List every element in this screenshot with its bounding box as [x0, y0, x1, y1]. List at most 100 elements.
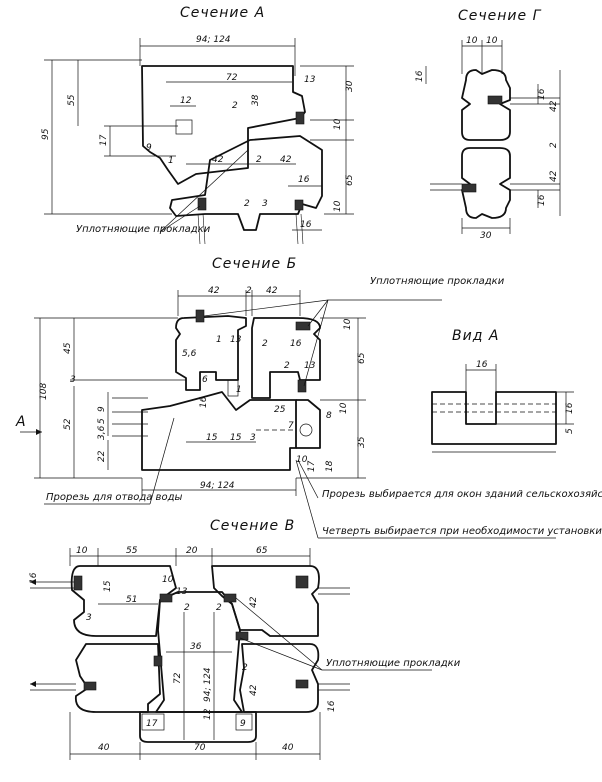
section-g-dim-42a: 42 — [549, 100, 559, 112]
section-b-dim-22: 22 — [97, 450, 107, 462]
section-a-dim-16b: 16 — [300, 220, 312, 230]
section-v-seal-7 — [73, 575, 83, 591]
section-v-seal-2 — [223, 593, 237, 603]
section-a-dim-2c: 2 — [244, 199, 250, 209]
section-b-slot-note: Прорезь выбирается для окон зданий сельс… — [322, 488, 602, 500]
section-b-dim-10a: 10 — [343, 318, 353, 330]
section-a-dim-10b: 10 — [333, 200, 343, 212]
section-v-dim-42a: 42 — [249, 596, 259, 608]
section-a-dim-72: 72 — [226, 73, 238, 83]
section-b-dim-45: 45 — [63, 342, 73, 354]
section-b-dim-2a: 2 — [246, 286, 252, 296]
section-g-dim-30: 30 — [480, 231, 492, 241]
section-a-sash-profile — [141, 65, 306, 185]
section-a-title: Сечение А — [180, 5, 265, 21]
section-v-seal-3 — [235, 631, 249, 641]
section-b-dim-36: 3,6 — [97, 425, 107, 440]
section-g-dim-16a: 16 — [415, 70, 425, 82]
section-g-dim-2: 2 — [549, 142, 559, 148]
section-v-dim-2a: 2 — [184, 603, 190, 613]
view-a-outline — [431, 391, 557, 445]
section-g-seal-upper — [487, 95, 503, 105]
section-v-dim-94-124: 94; 124 — [203, 667, 213, 702]
section-v-dim-17: 17 — [146, 719, 158, 729]
section-b-sill-lip — [296, 399, 321, 449]
section-v-seal-5 — [83, 681, 97, 691]
section-b-dim-1b: 1 — [236, 385, 242, 395]
section-v-title: Сечение В — [210, 518, 295, 534]
view-a-dim-16a: 16 — [476, 360, 488, 370]
section-a-dim-42a: 42 — [212, 155, 224, 165]
section-b-dim-2b: 2 — [262, 339, 268, 349]
section-b-seal-note-line1: Уплотняющие прокладки — [370, 276, 505, 287]
section-a-dim-95: 95 — [41, 128, 51, 140]
section-a-dim-42b: 42 — [280, 155, 292, 165]
section-b-dim-65: 65 — [357, 352, 367, 364]
section-b-dim-9: 9 — [97, 406, 107, 412]
section-a-frame-profile — [169, 135, 323, 231]
section-a-dim-10: 10 — [333, 118, 343, 130]
section-v-mullion — [155, 591, 243, 713]
section-a-notch — [175, 119, 193, 135]
section-a-dim-65: 65 — [345, 174, 355, 186]
section-a-seal-note: Уплотняющие прокладки — [76, 224, 211, 235]
section-b-dim-25: 25 — [274, 405, 286, 415]
section-b-dim-3a: 3 — [70, 375, 76, 385]
section-v-dim-10b: 10 — [162, 575, 174, 585]
section-b-seal-mid — [297, 379, 307, 393]
view-a-dim-5: 5 — [565, 428, 575, 434]
section-v-dim-40b: 40 — [282, 743, 294, 753]
section-v-dim-10: 10 — [76, 546, 88, 556]
section-b-dim-16a: 16 — [290, 339, 302, 349]
section-g-upper-sash — [461, 69, 511, 141]
section-b-dim-15b: 15 — [230, 433, 242, 443]
section-b-upper-left-sash — [175, 315, 247, 391]
section-v-seal-8 — [295, 575, 309, 589]
section-b-dim-10c: 10 — [296, 455, 308, 465]
section-v-dim-42b: 42 — [249, 684, 259, 696]
section-b-notch — [227, 379, 239, 397]
section-b-dim-52: 52 — [63, 418, 73, 430]
section-b-dim-18: 18 — [325, 460, 335, 472]
section-v-dim-12: 12 — [203, 708, 213, 720]
section-b-title: Сечение Б — [212, 256, 297, 272]
section-b-dim-108: 108 — [39, 383, 49, 400]
section-g-dim-16b: 16 — [537, 88, 547, 100]
view-a: Вид А 16 16 5 — [431, 328, 575, 453]
section-b-dim-42b: 42 — [266, 286, 278, 296]
section-v-notch-right — [235, 713, 253, 731]
section-v-dim-2c: 2 — [242, 663, 248, 673]
section-a-dim-12: 12 — [180, 96, 192, 106]
section-b-dim-3c: 3 — [250, 433, 256, 443]
section-b-drain-circle — [299, 423, 313, 437]
section-v-seal-6 — [295, 679, 309, 689]
section-b-dim-width: 94; 124 — [200, 481, 235, 491]
section-a-dim-17: 17 — [99, 134, 109, 146]
section-a-dim-13: 13 — [304, 75, 316, 85]
section-a-dim-30: 30 — [345, 80, 355, 92]
section-b-dim-5: 5 — [97, 418, 107, 424]
section-a-dim-38: 38 — [251, 94, 261, 106]
section-g: Сечение Г 10 10 16 16 42 2 42 16 30 — [415, 8, 561, 241]
section-a-seal-bottom — [294, 199, 304, 211]
section-v-dim-65: 65 — [256, 546, 268, 556]
section-b-seal-top-left — [195, 309, 205, 323]
section-a-dim-9: 9 — [146, 143, 152, 153]
section-b-dim-17: 17 — [307, 460, 317, 472]
section-g-title: Сечение Г — [458, 8, 542, 24]
section-v-dim-51: 51 — [126, 595, 137, 605]
section-a-dim-width: 94; 124 — [196, 35, 231, 45]
section-v-bottom-frame — [139, 711, 257, 743]
section-g-seal-lower — [461, 183, 477, 193]
section-v-dim-9: 9 — [240, 719, 246, 729]
section-a-dim-16a: 16 — [298, 175, 310, 185]
section-b-dim-1: 1 — [216, 335, 222, 345]
section-b-rebate-note: Четверть выбирается при необходимости ус… — [322, 525, 602, 537]
section-g-dim-10b: 10 — [486, 36, 498, 46]
section-v-lower-right-sash — [239, 643, 320, 713]
section-v-dim-3: 3 — [86, 613, 92, 623]
section-v-dim-2b: 2 — [216, 603, 222, 613]
section-v-dim-13: 13 — [176, 587, 188, 597]
section-b-frame — [141, 391, 297, 471]
section-b-drain-note: Прорезь для отвода воды — [46, 492, 182, 503]
